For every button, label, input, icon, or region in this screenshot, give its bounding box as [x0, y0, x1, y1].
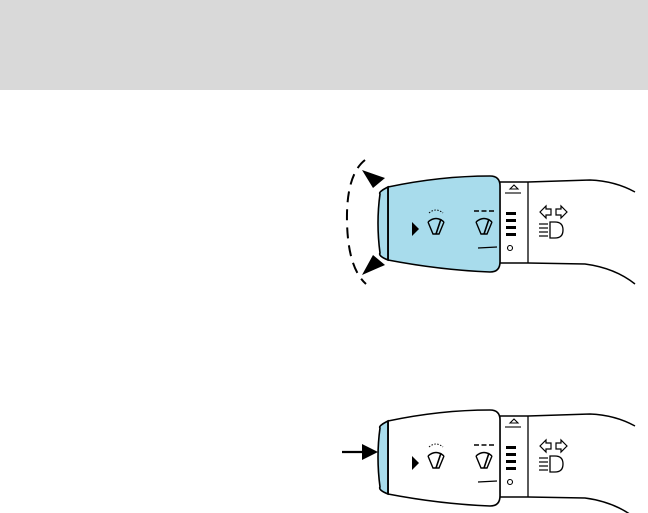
figure-rotate-intermittent: [347, 160, 635, 284]
stalk-body: [500, 414, 635, 513]
figure-press-washer: [342, 410, 635, 513]
rotating-band: [388, 410, 500, 506]
turn-signal-arrows-icon: [540, 206, 567, 218]
headlamp-icon: [539, 456, 563, 472]
rotate-dashed-arrows: [347, 160, 366, 284]
arrow-down-icon: [362, 170, 385, 188]
press-arrow: [342, 444, 378, 460]
end-button: [378, 421, 388, 494]
headlamp-icon: [539, 222, 563, 238]
speed-bar-scale: [505, 419, 521, 485]
rotating-band: [388, 176, 500, 272]
stalk-body: [500, 180, 635, 284]
arrow-up-icon: [362, 255, 385, 275]
turn-signal-arrows-icon: [540, 440, 567, 452]
speed-bar-scale: [505, 185, 521, 251]
lever-end-cap: [378, 187, 388, 260]
